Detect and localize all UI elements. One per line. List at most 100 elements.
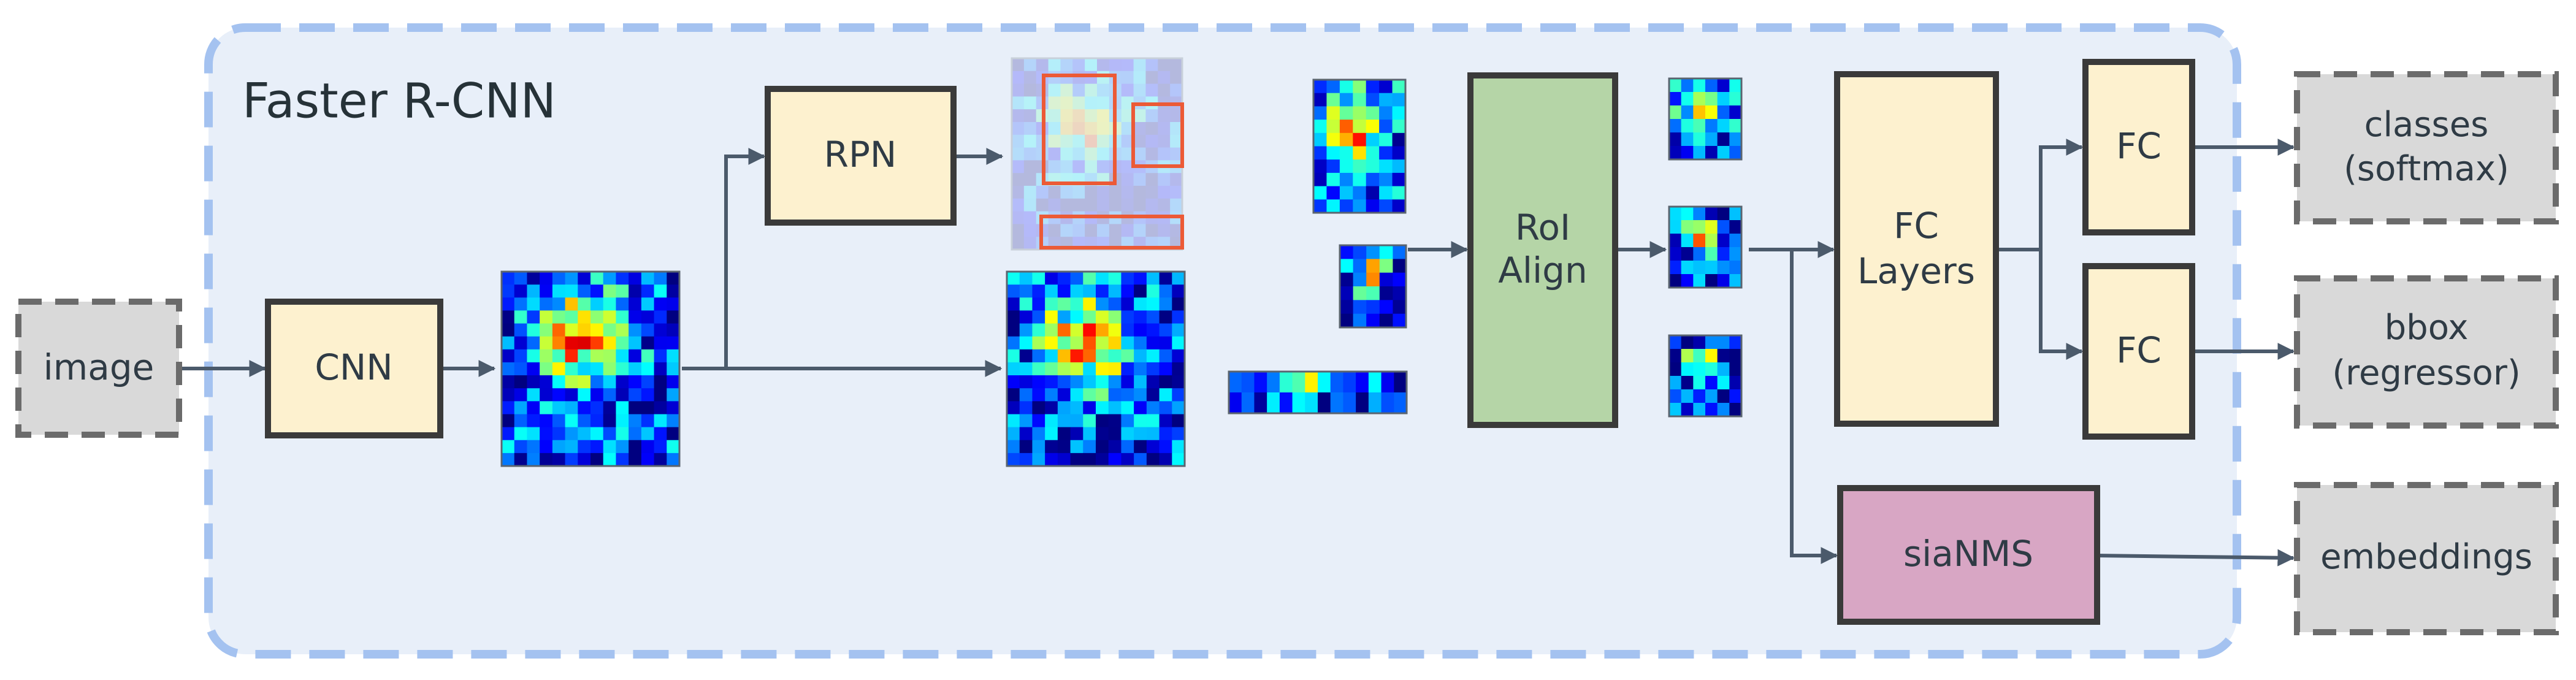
heatmap-cell xyxy=(578,362,591,376)
heatmap-cell xyxy=(1083,297,1096,311)
heatmap-cell xyxy=(552,401,566,415)
heatmap-cell xyxy=(1007,297,1020,311)
heatmap-cell xyxy=(1145,109,1158,123)
heatmap-cell xyxy=(1717,403,1730,417)
heatmap-cell xyxy=(1393,259,1407,273)
region-crop-wide-icon xyxy=(1228,370,1408,414)
heatmap-cell xyxy=(1096,453,1109,467)
heatmap-cell xyxy=(578,388,591,402)
heatmap-cell xyxy=(1681,274,1694,288)
heatmap-cell xyxy=(1159,349,1172,363)
heatmap-cell xyxy=(1729,132,1742,147)
heatmap-cell xyxy=(578,285,591,298)
heatmap-cell xyxy=(565,362,578,376)
heatmap-cell xyxy=(1060,71,1073,85)
heatmap-cell xyxy=(616,285,629,298)
heatmap-cell xyxy=(1146,272,1160,285)
heatmap-cell xyxy=(1070,297,1084,311)
heatmap-cell xyxy=(1121,134,1134,148)
heatmap-cell xyxy=(1012,122,1025,136)
heatmap-cell xyxy=(1705,403,1718,417)
heatmap-cell xyxy=(603,297,617,311)
heatmap-cell xyxy=(1133,109,1147,123)
heatmap-cell xyxy=(1146,297,1160,311)
heatmap-cell xyxy=(1121,310,1134,324)
heatmap-cell xyxy=(629,349,642,363)
heatmap-cell xyxy=(1729,247,1742,261)
heatmap-cell xyxy=(1326,80,1340,94)
heatmap-cell xyxy=(1097,186,1110,199)
heatmap-cell xyxy=(1681,403,1694,417)
sianms-node: siaNMS xyxy=(1837,485,2100,625)
heatmap-cell xyxy=(502,427,515,441)
heatmap-cell xyxy=(502,375,515,389)
heatmap-cell xyxy=(603,362,617,376)
heatmap-cell xyxy=(1083,272,1096,285)
heatmap-cell xyxy=(1012,224,1025,237)
heatmap-cell xyxy=(616,297,629,311)
heatmap-cell xyxy=(1109,224,1122,237)
heatmap-cell xyxy=(629,362,642,376)
heatmap-cell xyxy=(540,349,553,363)
heatmap-cell xyxy=(1366,300,1380,315)
heatmap-cell xyxy=(1023,186,1037,199)
heatmap-cell xyxy=(1159,388,1172,402)
heatmap-cell xyxy=(1146,388,1160,402)
heatmap-cell xyxy=(1072,58,1085,72)
heatmap-cell xyxy=(1172,362,1185,376)
heatmap-cell xyxy=(1083,401,1096,415)
heatmap-cell xyxy=(565,349,578,363)
heatmap-cell xyxy=(1048,186,1061,199)
heatmap-cell xyxy=(629,310,642,324)
heatmap-cell xyxy=(1393,272,1407,287)
heatmap-cell xyxy=(1070,336,1084,350)
heatmap-cell xyxy=(502,349,515,363)
heatmap-cell xyxy=(1085,122,1098,136)
heatmap-cell xyxy=(502,336,515,350)
tile-border xyxy=(1668,334,1743,418)
heatmap-cell xyxy=(1279,392,1293,414)
feature-map-copy-icon xyxy=(1006,270,1186,467)
heatmap-cell xyxy=(1096,323,1109,337)
heatmap-cell xyxy=(1729,234,1742,248)
heatmap-cell xyxy=(590,362,604,376)
heatmap-cell xyxy=(1340,272,1354,287)
heatmap-cell xyxy=(1693,403,1706,417)
heatmap-cell xyxy=(1379,313,1393,328)
heatmap-cell xyxy=(502,453,515,467)
heatmap-cell xyxy=(1146,323,1160,337)
heatmap-cell xyxy=(1172,414,1185,428)
heatmap-cell xyxy=(514,336,528,350)
heatmap-cell xyxy=(1121,453,1134,467)
heatmap-cell xyxy=(1705,261,1718,275)
heatmap-cell xyxy=(590,440,604,454)
heatmap-cell xyxy=(1007,440,1020,454)
heatmap-cell xyxy=(1060,224,1073,237)
heatmap-cell xyxy=(1085,147,1098,161)
heatmap-cell xyxy=(1146,362,1160,376)
heatmap-cell xyxy=(1146,285,1160,298)
heatmap-cell xyxy=(1121,186,1134,199)
heatmap-cell xyxy=(1007,414,1020,428)
heatmap-cell xyxy=(1339,172,1353,187)
heatmap-cell xyxy=(1108,453,1122,467)
heatmap-cell xyxy=(1083,427,1096,441)
heatmap-cell xyxy=(1729,261,1742,275)
heatmap-cell xyxy=(1145,71,1158,85)
heatmap-cell xyxy=(1313,80,1328,94)
heatmap-cell xyxy=(1717,207,1730,221)
heatmap-cell xyxy=(514,375,528,389)
heatmap-cell xyxy=(1070,453,1084,467)
heatmap-cell xyxy=(1145,186,1158,199)
heatmap-cell xyxy=(1366,186,1380,200)
heatmap-cell xyxy=(1072,224,1085,237)
heatmap-cell xyxy=(540,285,553,298)
heatmap-cell xyxy=(641,388,655,402)
heatmap-cell xyxy=(1729,403,1742,417)
heatmap-cell xyxy=(1096,440,1109,454)
heatmap-cell xyxy=(590,323,604,337)
heatmap-cell xyxy=(1729,274,1742,288)
heatmap-cell xyxy=(1705,335,1718,350)
heatmap-cell xyxy=(1159,323,1172,337)
heatmap-cell xyxy=(578,336,591,350)
